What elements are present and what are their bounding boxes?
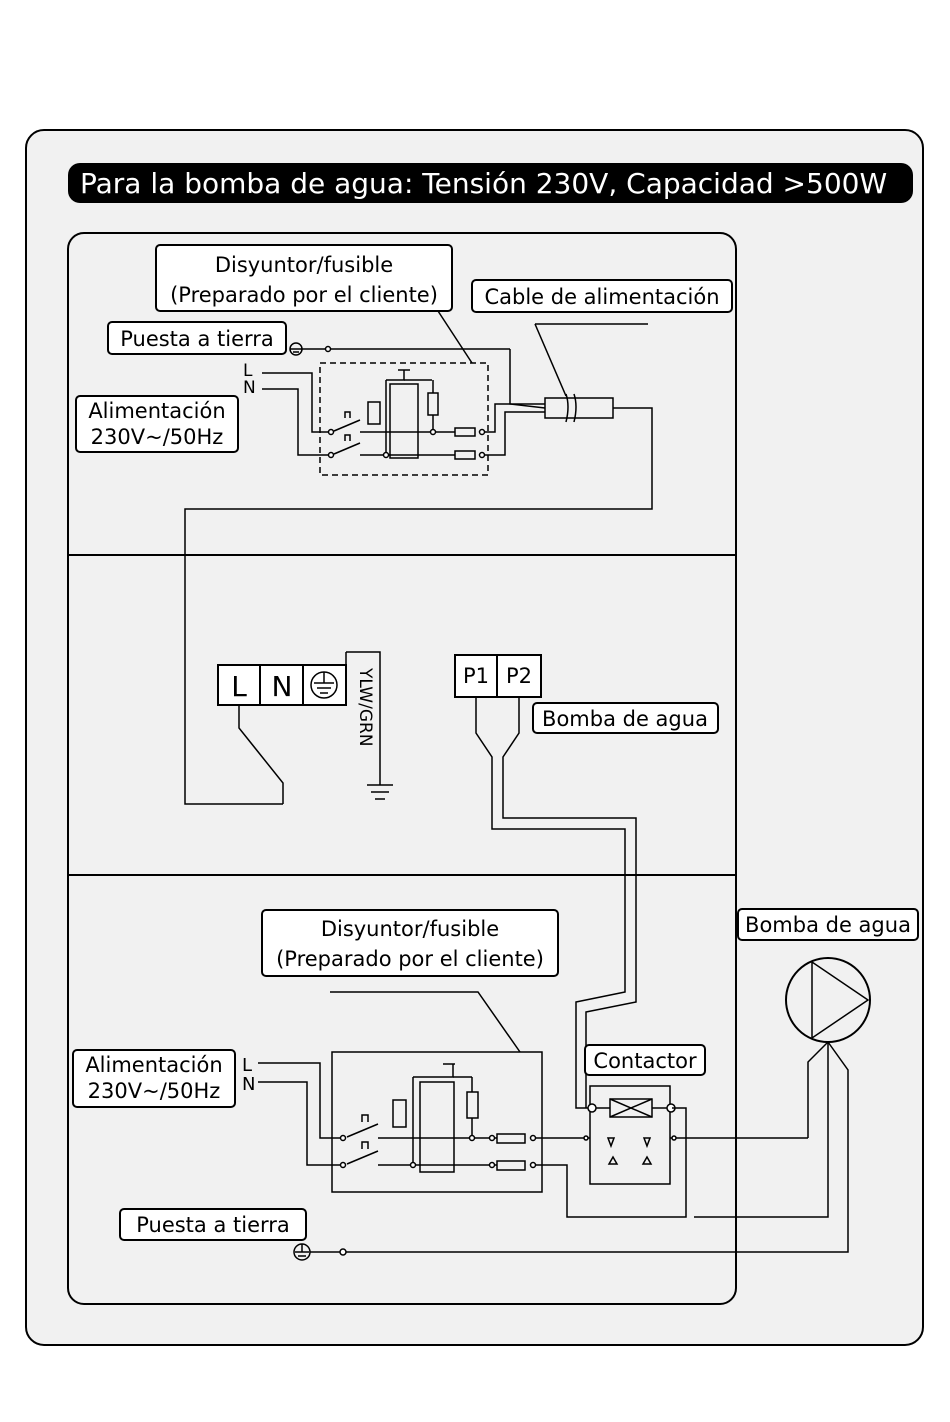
phase-N-top: N [243, 378, 256, 398]
phase-N-bottom: N [242, 1074, 255, 1095]
breaker-label-bottom-line1: Disyuntor/fusible [321, 917, 499, 941]
contactor-body [589, 1085, 671, 1185]
L-out-top [484, 403, 545, 433]
pump-icon [785, 957, 871, 1043]
pump-wire-P1 [475, 697, 626, 1109]
pump-wire-P2 [502, 697, 637, 1108]
pump-label-mid: Bomba de agua [542, 707, 708, 731]
earth-label-box-top [107, 321, 287, 355]
cable-to-unit [184, 407, 653, 805]
breaker-label-top-line1: Disyuntor/fusible [215, 253, 393, 277]
supply-label-box-top [75, 395, 239, 453]
pump-wire-L [807, 1041, 829, 1138]
top-section: Disyuntor/fusible (Preparado por el clie… [75, 244, 733, 805]
contactor-label: Contactor [593, 1049, 697, 1073]
N-wire-top [262, 388, 330, 456]
ground-wire-label: YLW/GRN [355, 667, 375, 747]
pump-label-ext: Bomba de agua [745, 913, 911, 937]
supply-label-box-bottom [72, 1049, 236, 1108]
breaker-leader-bottom [330, 991, 521, 1053]
phase-L-bottom: L [242, 1055, 252, 1076]
diagram-title: Para la bomba de agua: Tensión 230V, Cap… [80, 167, 887, 200]
earth-wire-bottom [310, 1041, 849, 1253]
pump-label-box-ext [737, 908, 919, 941]
bottom-section: Disyuntor/fusible (Preparado por el clie… [72, 909, 849, 1261]
supply-label-bottom-line2: 230V~/50Hz [88, 1079, 221, 1103]
supply-label-top-line1: Alimentación [88, 399, 225, 423]
external-pump: Bomba de agua [737, 908, 919, 1043]
cable-leader-diag [534, 323, 567, 397]
L-wire-bottom [258, 1062, 342, 1139]
terminal-fan-wires [238, 705, 284, 804]
phase-L-top: L [243, 361, 253, 381]
breaker-leader-top [437, 310, 473, 364]
L-wire-top [262, 372, 330, 433]
cable-label: Cable de alimentación [484, 285, 719, 309]
pump-arrow-icon [811, 960, 870, 1040]
pump-label-box-mid [532, 702, 719, 734]
cable-label-box [471, 279, 733, 313]
supply-label-top-line2: 230V~/50Hz [91, 425, 224, 449]
terminal-P2: P2 [506, 664, 532, 688]
N-out-top [484, 411, 545, 456]
title-bar [68, 163, 913, 203]
breaker-switch-top [333, 369, 486, 460]
terminal-P1: P1 [463, 664, 489, 688]
middle-section: L N YLW/GRN P1 P2 Bomba de agua [217, 651, 719, 1109]
breaker-label-bottom-line2: (Preparado por el cliente) [276, 947, 544, 971]
contactor-N-out [694, 1042, 829, 1218]
ground-wire [346, 651, 381, 785]
breaker-enclosure-top [319, 362, 489, 476]
breaker-label-box-bottom [261, 909, 559, 977]
unit-panel [67, 232, 737, 1305]
earth-node-top [324, 345, 332, 353]
earth-terminal-icon [310, 671, 338, 699]
terminal-N: N [272, 670, 293, 703]
contactor-coil-icon [587, 1098, 676, 1165]
breaker-label-top-line2: (Preparado por el cliente) [170, 283, 438, 307]
earth-label-bottom: Puesta a tierra [136, 1213, 290, 1237]
breaker-switch-bottom [346, 1063, 537, 1173]
N-wire-bottom [258, 1081, 342, 1166]
contactor-label-box [584, 1044, 706, 1076]
earth-label-top: Puesta a tierra [120, 327, 274, 351]
breaker-enclosure-bottom [331, 1051, 543, 1193]
contactor-N-in [535, 1107, 687, 1218]
terminal-L: L [231, 670, 247, 703]
breaker-label-box-top [155, 244, 453, 312]
supply-label-bottom-line1: Alimentación [85, 1053, 222, 1077]
ground-icon [367, 784, 393, 800]
earth-label-box-bottom [119, 1208, 307, 1241]
